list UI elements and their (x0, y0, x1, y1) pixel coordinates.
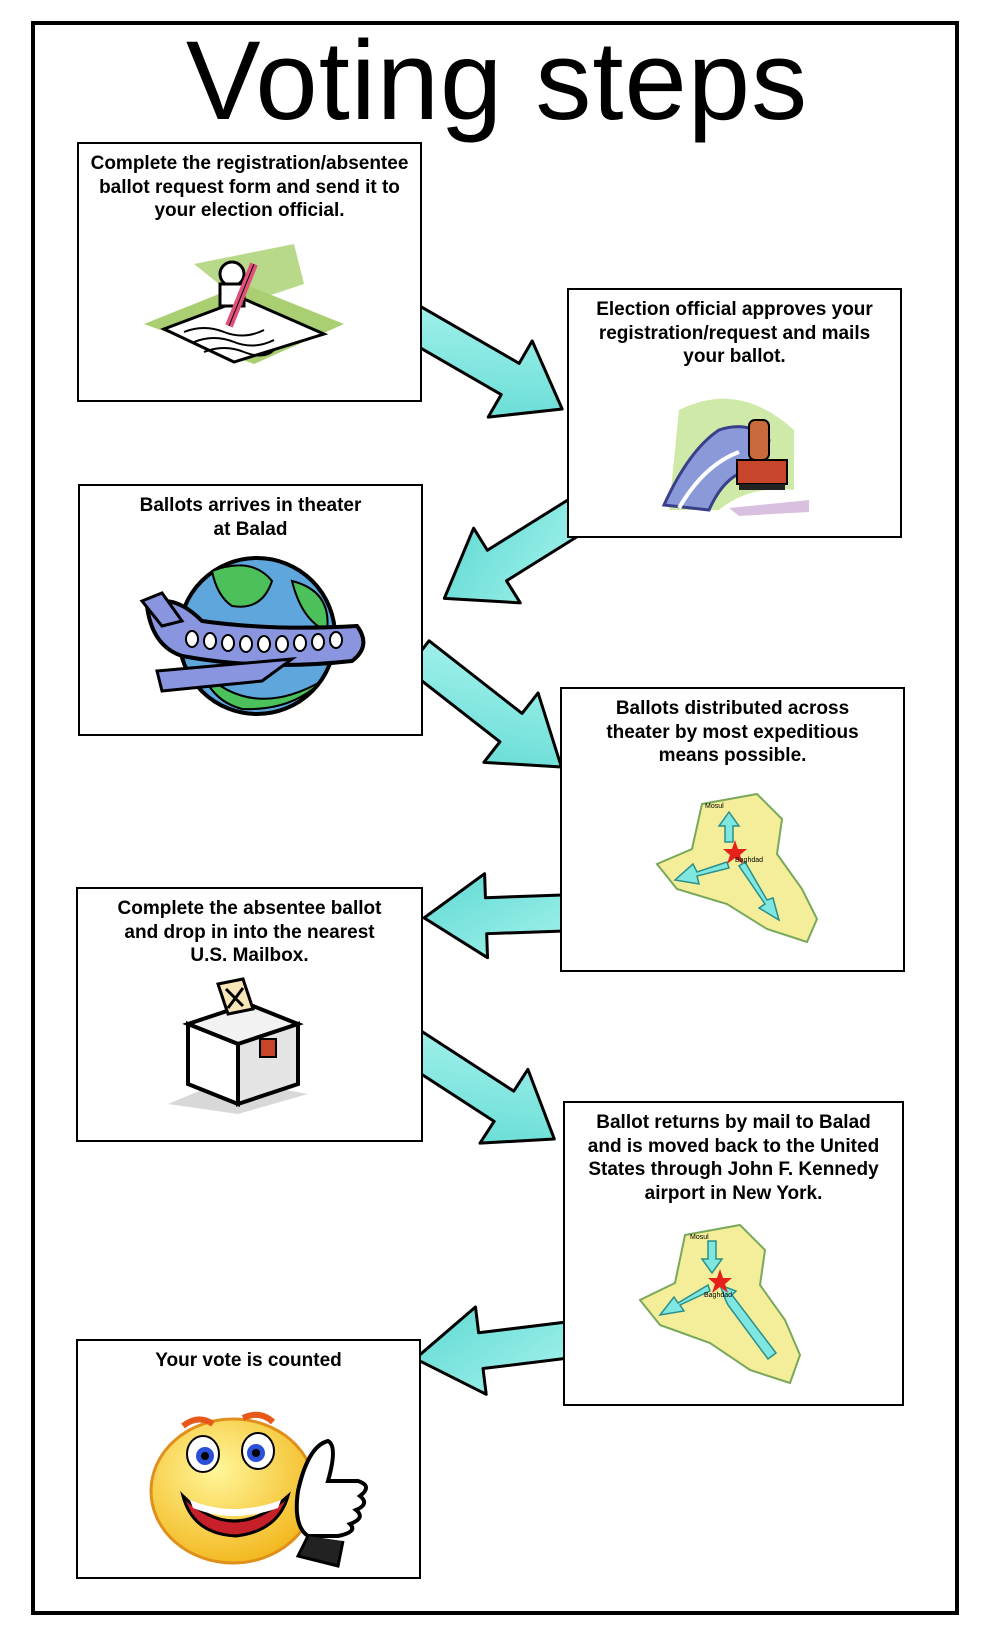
step-7-box: Your vote is counted (76, 1339, 421, 1579)
map-label-mosul: Mosul (705, 803, 724, 810)
step-3-box: Ballots arrives in theater at Balad (78, 484, 423, 736)
step-6-text: Ballot returns by mail to Balad and is m… (587, 1112, 880, 1204)
poster-frame (31, 21, 959, 1615)
step-3-text: Ballots arrives in theater at Balad (139, 495, 362, 540)
step-1-text: Complete the registration/absentee ballo… (90, 153, 409, 221)
step-6-box: Ballot returns by mail to Balad and is m… (563, 1101, 904, 1406)
ballot-box-icon (168, 977, 308, 1114)
signing-document-icon (144, 244, 344, 364)
page-title: Voting steps (185, 18, 809, 143)
map-label-baghdad: Baghdad (704, 1292, 732, 1299)
iraq-map-distribution-icon: Mosul Baghdad (655, 792, 819, 944)
step-4-text: Ballots distributed across theater by mo… (606, 698, 859, 766)
smiley-thumbs-up-icon (149, 1411, 368, 1568)
approval-stamp-icon (661, 398, 809, 516)
step-5-text: Complete the absentee ballot and drop in… (117, 898, 382, 966)
step-2-box: Election official approves your registra… (567, 288, 902, 538)
step-5-box: Complete the absentee ballot and drop in… (76, 887, 423, 1142)
step-2-text: Election official approves your registra… (596, 299, 873, 367)
airplane-globe-icon (139, 556, 366, 716)
map-label-mosul: Mosul (690, 1234, 709, 1241)
step-1-box: Complete the registration/absentee ballo… (77, 142, 422, 402)
iraq-map-return-icon: Mosul Baghdad (638, 1223, 802, 1385)
map-label-baghdad: Baghdad (735, 857, 763, 864)
step-7-text: Your vote is counted (155, 1350, 342, 1371)
step-4-box: Ballots distributed across theater by mo… (560, 687, 905, 972)
